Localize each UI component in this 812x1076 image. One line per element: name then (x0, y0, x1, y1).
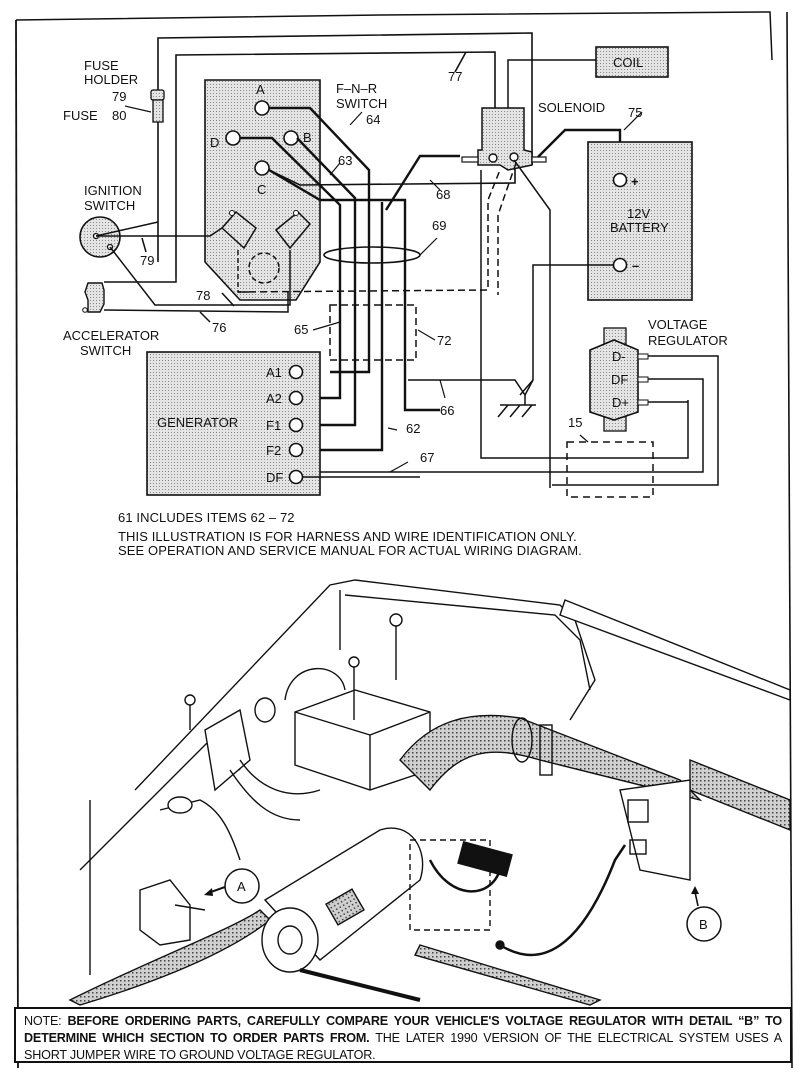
callout-72: 72 (437, 333, 451, 348)
fnr-terminal-a (254, 100, 270, 116)
callout-66: 66 (440, 403, 454, 418)
battery-positive-terminal (612, 172, 628, 188)
vr-label-2: REGULATOR (648, 333, 728, 348)
note-lead: NOTE: (24, 1014, 62, 1028)
coil-label: COIL (613, 55, 643, 70)
ignition-switch-label-1: IGNITION (84, 183, 142, 198)
note-body: BEFORE ORDERING PARTS, CAREFULLY COMPARE… (24, 1014, 782, 1045)
caption-line-2: THIS ILLUSTRATION IS FOR HARNESS AND WIR… (118, 529, 577, 544)
callout-75: 75 (628, 105, 642, 120)
fnr-switch (204, 79, 321, 301)
generator-terminals (288, 364, 304, 485)
callout-62: 62 (406, 421, 420, 436)
fnr-switch-label-2: SWITCH (336, 96, 387, 111)
caption-line-1: 61 INCLUDES ITEMS 62 – 72 (118, 510, 295, 525)
fuse-holder (124, 89, 165, 123)
detail-b-label: B (699, 917, 708, 932)
fuse-holder-label-1: FUSE (84, 58, 119, 73)
callout-65: 65 (294, 322, 308, 337)
battery (587, 141, 693, 301)
battery-negative-terminal (612, 257, 628, 273)
callout-69: 69 (432, 218, 446, 233)
callout-79: 79 (140, 253, 154, 268)
callout-15: 15 (568, 415, 582, 430)
callout-68: 68 (436, 187, 450, 202)
ground-icon (408, 379, 536, 418)
fnr-terminal-b (283, 130, 299, 146)
vehicle-illustration (68, 579, 791, 1006)
caption-line-3: SEE OPERATION AND SERVICE MANUAL FOR ACT… (118, 543, 582, 558)
microswitch-right (274, 210, 312, 250)
microswitch-left (220, 210, 257, 250)
fnr-label-c: C (257, 182, 266, 197)
vr-terminal-df: DF (611, 372, 628, 387)
note-tail: THE LATER 1990 VERSION OF THE ELECTRICAL… (24, 1031, 782, 1062)
vr-terminal-d-plus: D+ (612, 395, 629, 410)
generator-terminal-f2: F2 (266, 443, 281, 458)
wire-68 (268, 165, 516, 186)
vr-label-1: VOLTAGE (648, 317, 708, 332)
fnr-label-b: B (303, 130, 312, 145)
generator-terminal-a2: A2 (266, 391, 282, 406)
callout-78: 78 (196, 288, 210, 303)
generator-terminal-f1: F1 (266, 418, 281, 433)
battery-label-2: BATTERY (610, 220, 669, 235)
generator-terminal-df: DF (266, 470, 283, 485)
battery-plus: + (631, 174, 639, 189)
accelerator-switch-label-2: SWITCH (80, 343, 131, 358)
coil-box (595, 46, 669, 78)
callout-77: 77 (448, 69, 462, 84)
connector-65-72 (237, 169, 501, 361)
callout-67: 67 (420, 450, 434, 465)
fuse-label: FUSE (63, 108, 98, 123)
accelerator-switch (82, 282, 105, 313)
page-frame (15, 11, 793, 1069)
schematic: FUSE HOLDER 79 FUSE 80 A B C D F–N–R SWI… (63, 32, 728, 498)
vr-terminal-d-minus: D- (612, 349, 626, 364)
harness-wires (240, 106, 460, 452)
battery-label-1: 12V (627, 206, 650, 221)
solenoid-label: SOLENOID (538, 100, 605, 115)
detail-a-callout (204, 868, 260, 904)
fnr-terminal-c (254, 160, 270, 176)
connector-15 (566, 441, 654, 498)
fnr-label-a: A (256, 82, 265, 97)
generator-terminal-a1: A1 (266, 365, 282, 380)
solenoid (461, 107, 547, 171)
callout-64: 64 (366, 112, 380, 127)
fuse-holder-item: 79 (112, 89, 126, 104)
fnr-switch-label-1: F–N–R (336, 81, 377, 96)
detail-a-label: A (237, 879, 246, 894)
detail-b-callout (686, 886, 722, 942)
battery-minus: – (632, 258, 639, 273)
fnr-terminal-d (225, 130, 241, 146)
fnr-label-d: D (210, 135, 219, 150)
ignition-switch-label-2: SWITCH (84, 198, 135, 213)
fuse-holder-label-2: HOLDER (84, 72, 138, 87)
wire-77-loop (157, 32, 533, 278)
ordering-note: NOTE: BEFORE ORDERING PARTS, CAREFULLY C… (14, 1007, 792, 1063)
callout-63: 63 (338, 153, 352, 168)
accelerator-switch-label-1: ACCELERATOR (63, 328, 159, 343)
callout-76: 76 (212, 320, 226, 335)
generator-label: GENERATOR (157, 415, 238, 430)
fuse-item: 80 (112, 108, 126, 123)
